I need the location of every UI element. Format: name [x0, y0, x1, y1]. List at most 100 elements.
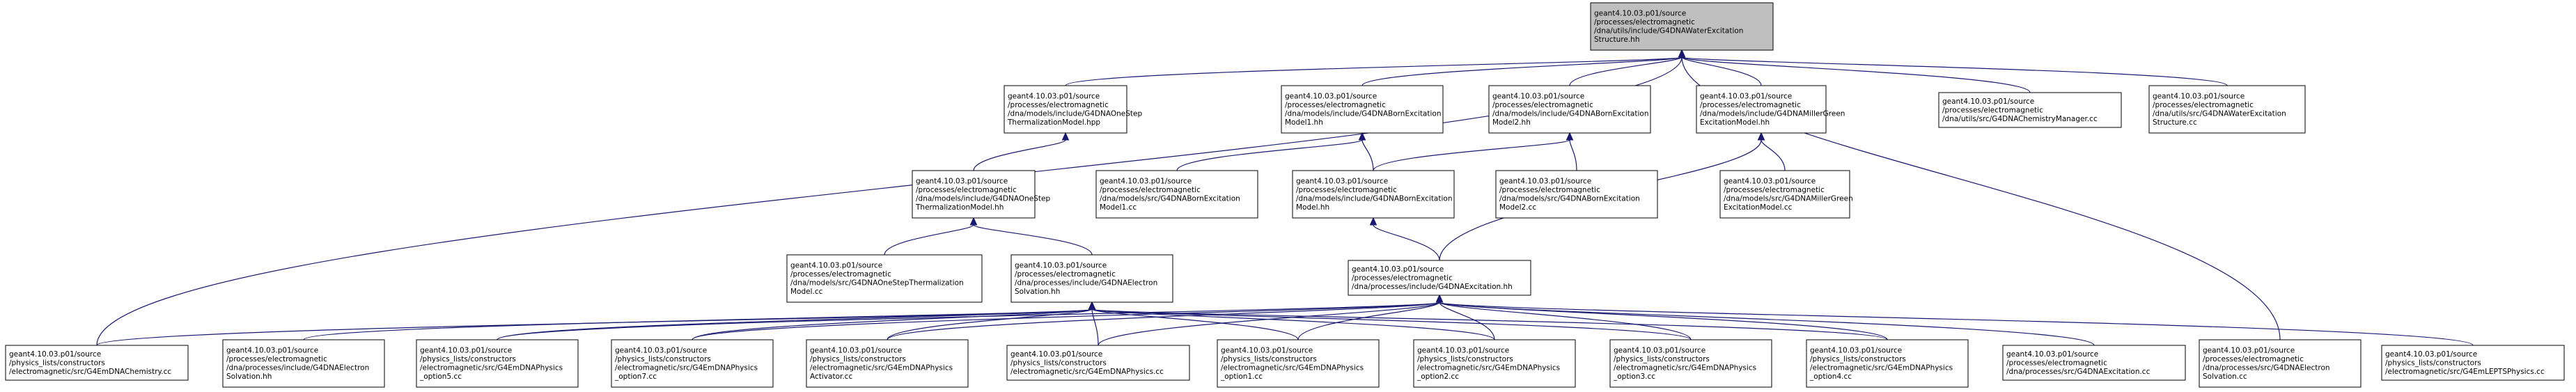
file-node-lepts_cc[interactable]: geant4.10.03.p01/source/physics_lists/co…: [2381, 345, 2565, 381]
file-node-onestep_hh[interactable]: geant4.10.03.p01/source/processes/electr…: [912, 170, 1050, 219]
edge-line: [1176, 139, 1363, 171]
node-label-line: ThermalizationModel.hh: [915, 203, 1004, 212]
file-node-onestep_hpp[interactable]: geant4.10.03.p01/source/processes/electr…: [1004, 85, 1142, 134]
edge-line: [1569, 139, 1577, 171]
node-label-line: /physics_lists/constructors: [1810, 355, 1906, 363]
file-node-emdnachem_cc[interactable]: geant4.10.03.p01/source/physics_lists/co…: [5, 345, 189, 381]
node-label-line: geant4.10.03.p01/source: [1008, 93, 1100, 101]
node-label-line: geant4.10.03.p01/source: [1417, 347, 1509, 355]
file-node-dnaexc_cc[interactable]: geant4.10.03.p01/source/processes/electr…: [2002, 345, 2186, 381]
node-label-line: geant4.10.03.p01/source: [1724, 178, 1816, 186]
node-label-line: /dna/models/include/G4DNABornExcitation: [1285, 110, 1441, 118]
node-label-line: /processes/electromagnetic: [1100, 186, 1201, 194]
node-box: [611, 339, 774, 388]
node-label-line: geant4.10.03.p01/source: [810, 347, 902, 355]
edge-line: [692, 301, 1440, 340]
node-label-line: /processes/electromagnetic: [2203, 355, 2304, 363]
node-label-line: geant4.10.03.p01/source: [1700, 93, 1792, 101]
edge-line: [1569, 56, 1683, 86]
node-label-line: /dna/models/include/G4DNABornExcitation: [1296, 195, 1452, 203]
node-label-line: Model2.hh: [1492, 118, 1531, 127]
node-label-line: geant4.10.03.p01/source: [615, 347, 707, 355]
edge-line: [692, 308, 1093, 340]
node-label-line: geant4.10.03.p01/source: [1352, 265, 1444, 274]
edge-line: [1373, 139, 1570, 171]
node-label-line: /processes/electromagnetic: [1008, 101, 1109, 109]
node-box: [1281, 85, 1444, 134]
include-edge-bornglue_hh-to-born1_hh: [1358, 132, 1374, 171]
edge-line: [1439, 301, 1495, 340]
file-node-born1_cc[interactable]: geant4.10.03.p01/source/processes/electr…: [1095, 170, 1258, 219]
node-label-line: Model2.cc: [1499, 203, 1536, 212]
node-label-line: _option4.cc: [1809, 373, 1852, 381]
node-label-line: /electromagnetic/src/G4EmDNAPhysics: [810, 364, 953, 373]
node-label-line: _option2.cc: [1416, 373, 1459, 381]
file-node-esolv_hh[interactable]: geant4.10.03.p01/source/processes/electr…: [1010, 254, 1173, 303]
include-edge-born2_hh-to-root: [1569, 49, 1686, 86]
node-label-line: geant4.10.03.p01/source: [1221, 347, 1313, 355]
file-node-opt4_cc[interactable]: geant4.10.03.p01/source/physics_lists/co…: [1806, 339, 1969, 388]
file-node-activator_cc[interactable]: geant4.10.03.p01/source/physics_lists/co…: [806, 339, 969, 388]
node-box: [1938, 92, 2122, 128]
node-label-line: /dna/models/include/G4DNAMillerGreen: [1700, 110, 1845, 118]
edge-line: [887, 301, 1440, 340]
node-box: [1348, 260, 1531, 296]
edge-line: [1681, 56, 2031, 93]
file-node-chemmgr_cc[interactable]: geant4.10.03.p01/source/processes/electr…: [1938, 92, 2122, 128]
node-label-line: /electromagnetic/src/G4EmDNAPhysics: [1417, 364, 1560, 373]
file-node-opt1_cc[interactable]: geant4.10.03.p01/source/physics_lists/co…: [1217, 339, 1380, 388]
arrowhead: [1061, 132, 1070, 141]
file-node-born2_cc[interactable]: geant4.10.03.p01/source/processes/electr…: [1495, 170, 1658, 219]
node-label-line: Solvation.hh: [1015, 288, 1060, 296]
include-edge-onestep_hh-to-onestep_hpp: [973, 132, 1070, 171]
arrowhead: [1566, 132, 1574, 141]
include-edge-onestep_cc-to-onestep_hh: [884, 217, 978, 256]
node-label-line: /physics_lists/constructors: [615, 355, 711, 363]
arrowhead: [969, 217, 978, 226]
node-box: [1006, 345, 1190, 381]
node-label-line: /dna/utils/include/G4DNAWaterExcitation: [1594, 27, 1743, 36]
file-node-bornglue_hh[interactable]: geant4.10.03.p01/source/processes/electr…: [1292, 170, 1455, 219]
include-edge-opt3_cc-to-excitation_hh: [1435, 294, 1692, 340]
node-label-line: Structure.hh: [1594, 36, 1640, 44]
node-label-line: /processes/electromagnetic: [1594, 18, 1695, 26]
file-node-opt5_cc[interactable]: geant4.10.03.p01/source/physics_lists/co…: [416, 339, 579, 388]
file-node-onestep_cc[interactable]: geant4.10.03.p01/source/processes/electr…: [786, 254, 983, 303]
node-box: [1217, 339, 1380, 388]
node-label-line: geant4.10.03.p01/source: [916, 178, 1008, 186]
edge-line: [884, 224, 974, 256]
file-node-miller_hh[interactable]: geant4.10.03.p01/source/processes/electr…: [1696, 85, 1845, 134]
node-label-line: /processes/electromagnetic: [916, 186, 1017, 194]
file-node-esolv_inc_hh[interactable]: geant4.10.03.p01/source/processes/electr…: [222, 339, 385, 388]
node-box: [1495, 170, 1658, 219]
file-node-opt3_cc[interactable]: geant4.10.03.p01/source/physics_lists/co…: [1609, 339, 1772, 388]
node-box: [806, 339, 969, 388]
node-label-line: /electromagnetic/src/G4EmDNAPhysics: [1810, 364, 1953, 373]
file-node-excitation_hh[interactable]: geant4.10.03.p01/source/processes/electr…: [1348, 260, 1531, 296]
file-node-waterexc_cc[interactable]: geant4.10.03.p01/source/processes/electr…: [2148, 85, 2306, 134]
include-edge-opt1_cc-to-esolv_hh: [1088, 301, 1299, 340]
file-node-esolv_cc[interactable]: geant4.10.03.p01/source/processes/electr…: [2199, 339, 2362, 388]
file-node-born2_hh[interactable]: geant4.10.03.p01/source/processes/electr…: [1488, 85, 1651, 134]
include-edge-lepts_cc-to-excitation_hh: [1435, 294, 2474, 346]
node-box: [1488, 85, 1651, 134]
node-label-line: geant4.10.03.p01/source: [2153, 93, 2245, 101]
node-label-line: /dna/utils/src/G4DNAWaterExcitation: [2153, 110, 2286, 118]
node-label-line: /dna/models/src/G4DNABornExcitation: [1100, 195, 1240, 203]
node-box: [1004, 85, 1127, 134]
file-node-miller_cc[interactable]: geant4.10.03.p01/source/processes/electr…: [1719, 170, 1853, 219]
file-node-emdnaphys_cc[interactable]: geant4.10.03.p01/source/physics_lists/co…: [1006, 345, 1190, 381]
node-box: [2148, 85, 2306, 134]
node-label-line: /dna/processes/src/G4DNAElectron: [2203, 364, 2330, 373]
edge-line: [1439, 301, 2474, 346]
file-node-opt2_cc[interactable]: geant4.10.03.p01/source/physics_lists/co…: [1413, 339, 1576, 388]
node-box: [1095, 170, 1258, 219]
node-label-line: Model1.cc: [1100, 203, 1137, 212]
node-label-line: /electromagnetic/src/G4EmDNAPhysics: [1614, 364, 1756, 373]
file-node-born1_hh[interactable]: geant4.10.03.p01/source/processes/electr…: [1281, 85, 1444, 134]
edge-line: [1091, 308, 1888, 340]
node-label-line: /dna/processes/include/G4DNAElectron: [226, 364, 369, 373]
file-node-opt7_cc[interactable]: geant4.10.03.p01/source/physics_lists/co…: [611, 339, 774, 388]
node-label-line: /processes/electromagnetic: [790, 270, 891, 279]
